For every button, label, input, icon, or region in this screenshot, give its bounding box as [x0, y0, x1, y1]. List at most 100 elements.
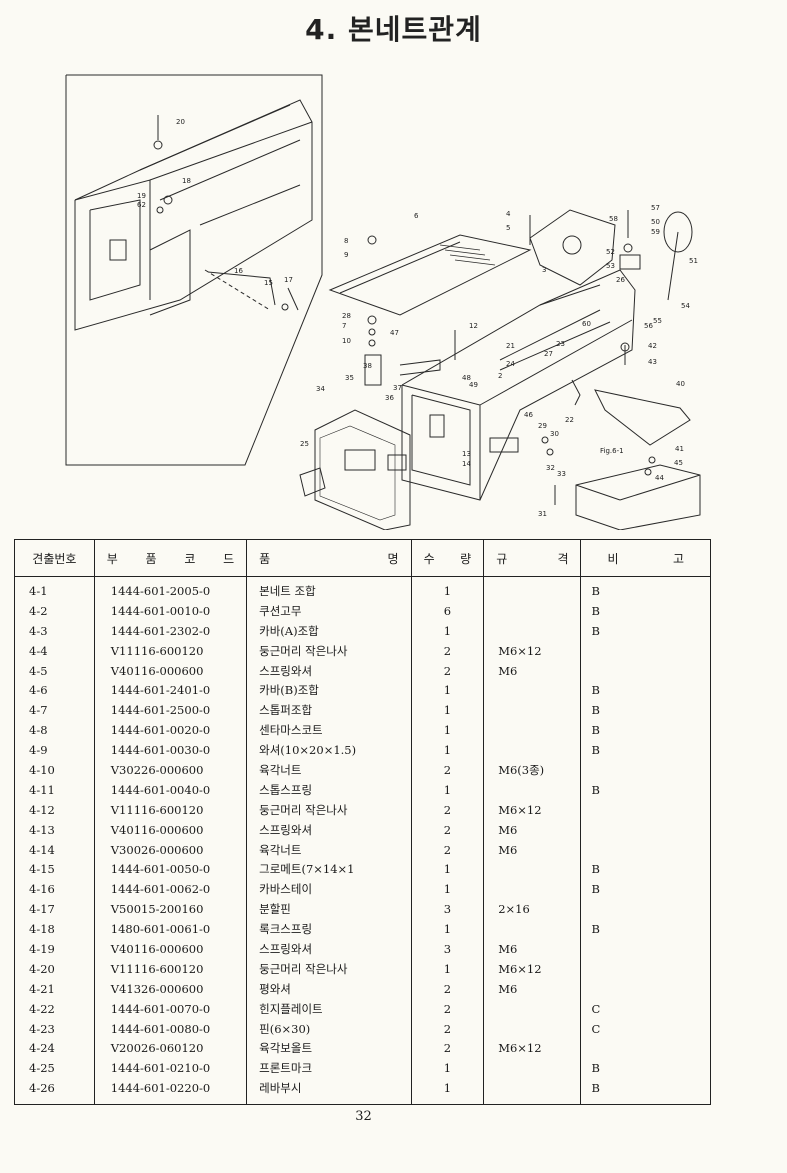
callout-label: 26 [616, 276, 625, 284]
table-header-row: 견출번호 부 품 코 드 품 명 수 량 [14, 539, 711, 577]
cell-num: 4-26 [14, 1078, 95, 1105]
cell-num: 4-25 [14, 1058, 95, 1079]
cell-spec [483, 919, 582, 940]
callout-label: 47 [390, 329, 399, 337]
cell-qty: 2 [410, 819, 485, 840]
cell-spec: M6 [483, 660, 582, 681]
cell-qty: 1 [410, 680, 485, 701]
cell-name: 록크스프링 [246, 919, 412, 940]
cell-note: B [580, 1058, 711, 1079]
callout-label: 57 [651, 204, 660, 212]
callout-label: 42 [648, 342, 657, 350]
cell-spec [483, 600, 582, 621]
callout-label: 51 [689, 257, 698, 265]
cell-num: 4-2 [14, 600, 95, 621]
cell-num: 4-21 [14, 978, 95, 999]
callout-label: 17 [284, 276, 293, 284]
cell-name: 본네트 조합 [246, 576, 412, 601]
cell-num: 4-17 [14, 899, 95, 920]
cell-note [580, 819, 711, 840]
callout-label: 7 [342, 322, 346, 330]
cell-spec: M6 [483, 939, 582, 959]
cell-num: 4-7 [14, 700, 95, 721]
callout-label: 54 [681, 302, 690, 310]
cell-num: 4-19 [14, 939, 95, 959]
cell-note: B [580, 859, 711, 880]
cell-code: 1444-601-2005-0 [93, 576, 248, 601]
cell-num: 4-1 [14, 576, 95, 601]
cell-spec [483, 700, 582, 721]
cell-spec [483, 680, 582, 701]
cell-name: 육각보올트 [246, 1038, 412, 1059]
cell-note [580, 799, 711, 820]
cell-code: 1444-601-0062-0 [93, 879, 248, 900]
callout-label: 31 [538, 510, 547, 518]
callout-label: 10 [342, 337, 351, 345]
cell-note [580, 978, 711, 999]
cell-note: B [580, 600, 711, 621]
callout-label: 2 [498, 372, 502, 380]
cell-name: 센타마스코트 [246, 720, 412, 741]
cell-qty: 6 [410, 600, 485, 621]
cell-code: 1444-601-0210-0 [93, 1058, 248, 1079]
callout-label: 15 [264, 279, 273, 287]
callout-label: 50 [651, 218, 660, 226]
callout-label: 46 [524, 411, 533, 419]
cell-code: 1444-601-2500-0 [93, 700, 248, 721]
cell-spec: M6×12 [483, 799, 582, 820]
cell-qty: 1 [410, 879, 485, 900]
cell-spec [483, 576, 582, 601]
cell-num: 4-18 [14, 919, 95, 940]
cell-code: 1444-601-0010-0 [93, 600, 248, 621]
cell-qty: 1 [410, 958, 485, 979]
callout-label: 43 [648, 358, 657, 366]
inset-frame [65, 74, 323, 466]
cell-note: B [580, 779, 711, 800]
callout-label: 55 [653, 317, 662, 325]
cell-code: 1444-601-0020-0 [93, 720, 248, 741]
callout-label: 9 [344, 251, 348, 259]
cell-num: 4-13 [14, 819, 95, 840]
callout-label: 35 [345, 374, 354, 382]
callout-label: 38 [363, 362, 372, 370]
callout-label: 60 [582, 320, 591, 328]
cell-qty: 1 [410, 620, 485, 641]
cell-num: 4-16 [14, 879, 95, 900]
cell-qty: 2 [410, 998, 485, 1019]
callout-label: 20 [176, 118, 185, 126]
cell-qty: 2 [410, 640, 485, 661]
cell-spec [483, 740, 582, 761]
cell-num: 4-14 [14, 839, 95, 860]
callout-label: 27 [544, 350, 553, 358]
cell-num: 4-3 [14, 620, 95, 641]
cell-num: 4-6 [14, 680, 95, 701]
cell-code: V20026-060120 [93, 1038, 248, 1059]
cell-name: 스프링와셔 [246, 939, 412, 959]
callout-labels: 2345678910121314151617181920212223242526… [137, 118, 698, 518]
callout-label: 33 [557, 470, 566, 478]
callout-label: 53 [606, 262, 615, 270]
cell-spec: 2×16 [483, 899, 582, 920]
cell-name: 스톱스프링 [246, 779, 412, 800]
cell-qty: 1 [410, 919, 485, 940]
cell-name: 스톱퍼조합 [246, 700, 412, 721]
cell-num: 4-10 [14, 760, 95, 780]
cell-name: 그로메트(7×14×1 [246, 859, 412, 880]
callout-label: 52 [606, 248, 615, 256]
callout-label: 4 [506, 210, 511, 218]
cell-spec [483, 720, 582, 741]
cell-code: V41326-000600 [93, 978, 248, 999]
callout-label: 44 [655, 474, 664, 482]
parts-table: 견출번호 부 품 코 드 품 명 수 량 [14, 539, 711, 1106]
cell-spec [483, 620, 582, 641]
callout-label: 18 [182, 177, 191, 185]
cell-code: 1480-601-0061-0 [93, 919, 248, 940]
cell-note [580, 839, 711, 860]
